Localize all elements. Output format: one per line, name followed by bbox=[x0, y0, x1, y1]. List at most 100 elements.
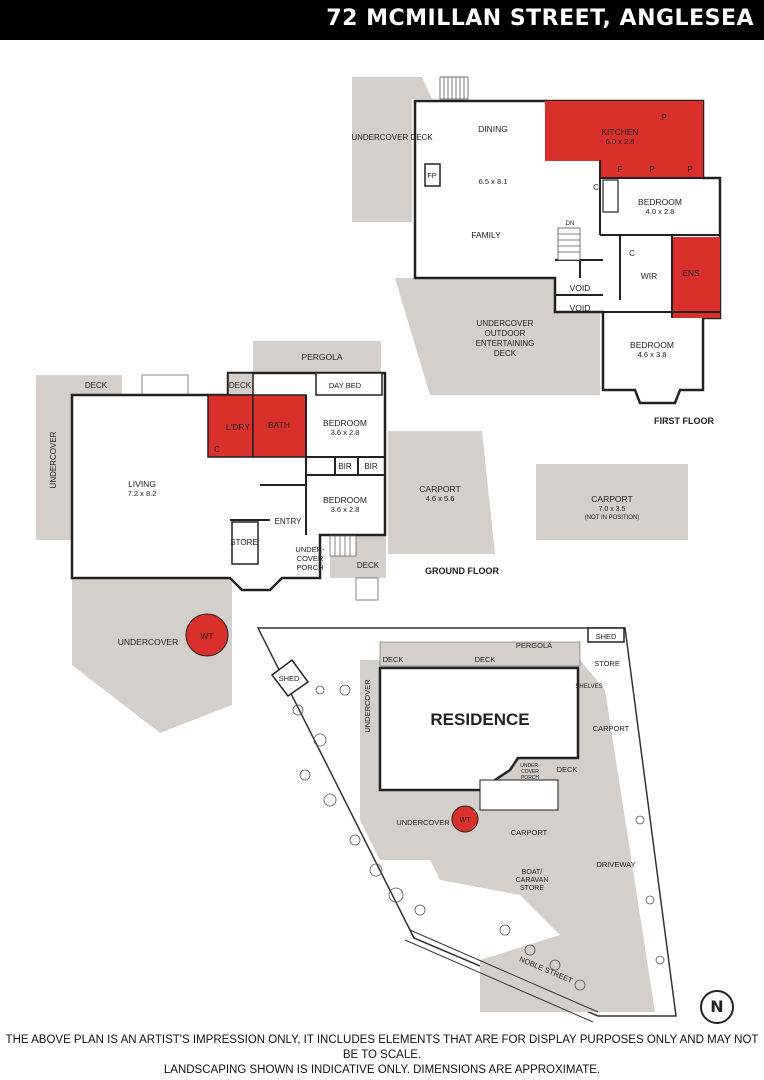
gf-deck-label: DECK bbox=[85, 381, 108, 390]
site-porch bbox=[479, 779, 559, 811]
gf-wt-label: WT bbox=[200, 631, 213, 641]
gf-daybed-label: DAY BED bbox=[329, 381, 362, 390]
site-undercover-label: UNDERCOVER bbox=[396, 818, 450, 827]
gf-bedroom2-label: BEDROOM bbox=[323, 495, 367, 505]
gf-porch-label-3: PORCH bbox=[296, 563, 323, 572]
ff-outdoor-deck-label-4: DECK bbox=[494, 349, 517, 358]
gf-store-label: STORE bbox=[230, 538, 257, 547]
ff-bedroom1-label: BEDROOM bbox=[638, 197, 682, 207]
gf-porch-label-2: COVER bbox=[297, 554, 324, 563]
ff-family-label: FAMILY bbox=[471, 230, 501, 240]
site-trees bbox=[292, 684, 665, 991]
gf-laundry-label: L'DRY bbox=[226, 422, 250, 432]
gf-undercover-side bbox=[36, 395, 72, 540]
site-porch-label-1: UNDER- bbox=[520, 763, 540, 769]
ff-void1-label: VOID bbox=[570, 283, 591, 293]
site-shed-label: SHED bbox=[279, 674, 300, 683]
gf-living-label: LIVING bbox=[128, 479, 156, 489]
gf-deck2-label: DECK bbox=[229, 381, 252, 390]
property-address: 72 MCMILLAN STREET, ANGLESEA bbox=[326, 6, 754, 31]
site-pergola-strip bbox=[379, 641, 581, 667]
site-undercover-side-label: UNDERCOVER bbox=[363, 679, 372, 733]
gf-pergola bbox=[253, 341, 381, 373]
gf-porch-label-1: UNDER- bbox=[295, 545, 325, 554]
ff-bedroom1-size: 4.0 x 2.8 bbox=[646, 207, 675, 216]
site-pergola-label: PERGOLA bbox=[516, 641, 552, 650]
gf-carport-label: CARPORT bbox=[419, 484, 460, 494]
gf-walls bbox=[230, 395, 385, 535]
gf-store bbox=[231, 521, 259, 565]
carport-detached-size: 7.0 x 3.5 bbox=[599, 506, 626, 513]
ff-undercover-deck bbox=[352, 77, 432, 222]
carport-detached-label: CARPORT bbox=[591, 494, 632, 504]
ff-stairs-internal bbox=[557, 227, 581, 261]
gf-bath-label: BATH bbox=[268, 420, 290, 430]
gf-water-tank bbox=[185, 613, 229, 657]
carport-detached-note: (NOT IN POSITION) bbox=[585, 515, 640, 521]
ground-floor-plan: PERGOLA DECK DECK DAY BED UNDERCOVER LIV… bbox=[36, 341, 499, 733]
compass-north-icon: N bbox=[700, 990, 734, 1024]
site-boat-label-1: BOAT/ bbox=[522, 869, 543, 876]
ff-kitchen bbox=[545, 101, 703, 161]
ff-ensuite bbox=[672, 237, 720, 318]
site-porch-label-3: PORCH bbox=[521, 775, 539, 781]
ff-undercover-deck-label: UNDERCOVER DECK bbox=[351, 133, 433, 142]
ff-p-label-1: P bbox=[649, 165, 654, 174]
gf-bedroom1-label: BEDROOM bbox=[323, 418, 367, 428]
gf-carport-size: 4.6 x 5.6 bbox=[426, 494, 455, 503]
site-water-tank bbox=[451, 805, 479, 833]
site-deck2-label: DECK bbox=[475, 655, 496, 664]
gf-deck-topleft bbox=[36, 375, 122, 395]
site-shed-left bbox=[270, 658, 310, 698]
site-residence bbox=[378, 666, 580, 792]
gf-bath bbox=[252, 394, 307, 458]
ff-fp-label: FP bbox=[427, 171, 437, 180]
disclaimer: THE ABOVE PLAN IS AN ARTIST'S IMPRESSION… bbox=[0, 1033, 764, 1078]
site-shelves-label: SHELVES bbox=[575, 684, 602, 690]
site-store-label: STORE bbox=[594, 659, 620, 668]
ff-outdoor-deck-label-3: ENTERTAINING bbox=[476, 339, 535, 348]
ff-fireplace bbox=[424, 163, 441, 187]
gf-title: GROUND FLOOR bbox=[425, 566, 499, 576]
ff-bir-box bbox=[602, 179, 619, 213]
ff-pantry-area bbox=[600, 158, 703, 178]
floor-plan: UNDERCOVER DECK DINING 6.5 x 8.1 FAMILY … bbox=[36, 76, 722, 1023]
ff-stairs-top bbox=[439, 76, 469, 100]
ff-p-label-2: P bbox=[687, 165, 692, 174]
detached-carport: CARPORT 7.0 x 3.5 (NOT IN POSITION) bbox=[536, 464, 688, 540]
ff-wir-label: WIR bbox=[641, 271, 658, 281]
disclaimer-line-1: THE ABOVE PLAN IS AN ARTIST'S IMPRESSION… bbox=[5, 1034, 759, 1061]
gf-bedroom2-size: 3.6 x 2.8 bbox=[331, 505, 360, 514]
site-wt-label: WT bbox=[460, 817, 472, 824]
ff-ens-label: ENS bbox=[682, 268, 700, 278]
ff-bedroom2-label: BEDROOM bbox=[630, 340, 674, 350]
site-carport-label: CARPORT bbox=[593, 724, 630, 733]
ff-outdoor-deck-label-2: OUTDOOR bbox=[485, 329, 526, 338]
gf-stairs-top bbox=[141, 374, 189, 396]
site-residence-label: RESIDENCE bbox=[430, 710, 529, 729]
gf-living-size: 7.2 x 8.2 bbox=[128, 489, 157, 498]
site-shed-right bbox=[587, 627, 625, 643]
gf-porch-stairs bbox=[329, 535, 357, 557]
gf-daybed bbox=[315, 372, 383, 396]
ff-outdoor-deck bbox=[395, 278, 600, 395]
gf-front-stairs bbox=[355, 577, 379, 601]
site-deck-label: DECK bbox=[383, 655, 404, 664]
gf-bedroom1-size: 3.6 x 2.8 bbox=[331, 428, 360, 437]
ff-title: FIRST FLOOR bbox=[654, 416, 714, 426]
site-boat-label-2: CARAVAN bbox=[516, 877, 549, 884]
site-deck3-label: DECK bbox=[557, 765, 578, 774]
disclaimer-line-2: LANDSCAPING SHOWN IS INDICATIVE ONLY. DI… bbox=[163, 1064, 601, 1076]
gf-carport bbox=[388, 431, 495, 554]
site-carport2-label: CARPORT bbox=[511, 828, 548, 837]
gf-c-label: C bbox=[214, 445, 220, 454]
gf-undercover bbox=[72, 578, 232, 733]
gf-laundry bbox=[207, 394, 254, 458]
site-porch-label-2: COVER bbox=[521, 769, 539, 775]
site-plan: RESIDENCE SHED SHED STORE SHELVES PERGOL… bbox=[256, 627, 677, 1023]
gf-entry-label: ENTRY bbox=[275, 517, 303, 526]
gf-bir-label-1: BIR bbox=[338, 462, 352, 471]
ff-dining-label: DINING bbox=[478, 124, 508, 134]
ff-f-label: F bbox=[618, 165, 623, 174]
street-line-2 bbox=[404, 939, 594, 1023]
